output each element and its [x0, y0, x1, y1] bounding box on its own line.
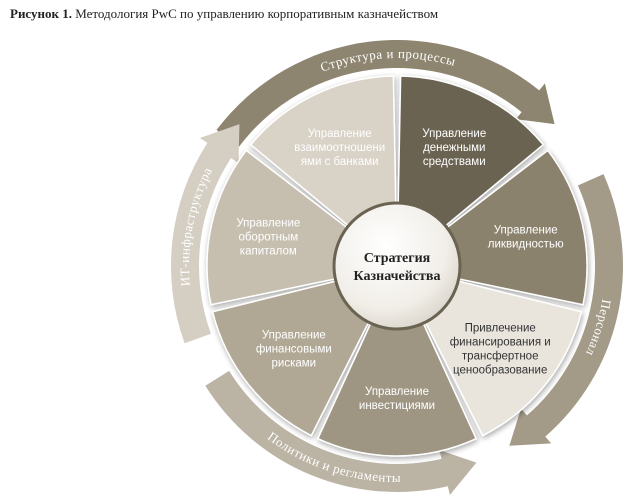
outer-arc-2 — [509, 174, 624, 446]
figure-caption: Рисунок 1. Методология PwC по управлению… — [10, 6, 438, 22]
figure-number: Рисунок 1. — [10, 6, 73, 21]
center-disc — [332, 201, 462, 331]
figure-title: Методология PwC по управлению корпоратив… — [75, 6, 439, 21]
outer-arc-3 — [205, 370, 477, 495]
outer-arc-4 — [171, 124, 240, 344]
outer-arc-1 — [216, 40, 555, 147]
